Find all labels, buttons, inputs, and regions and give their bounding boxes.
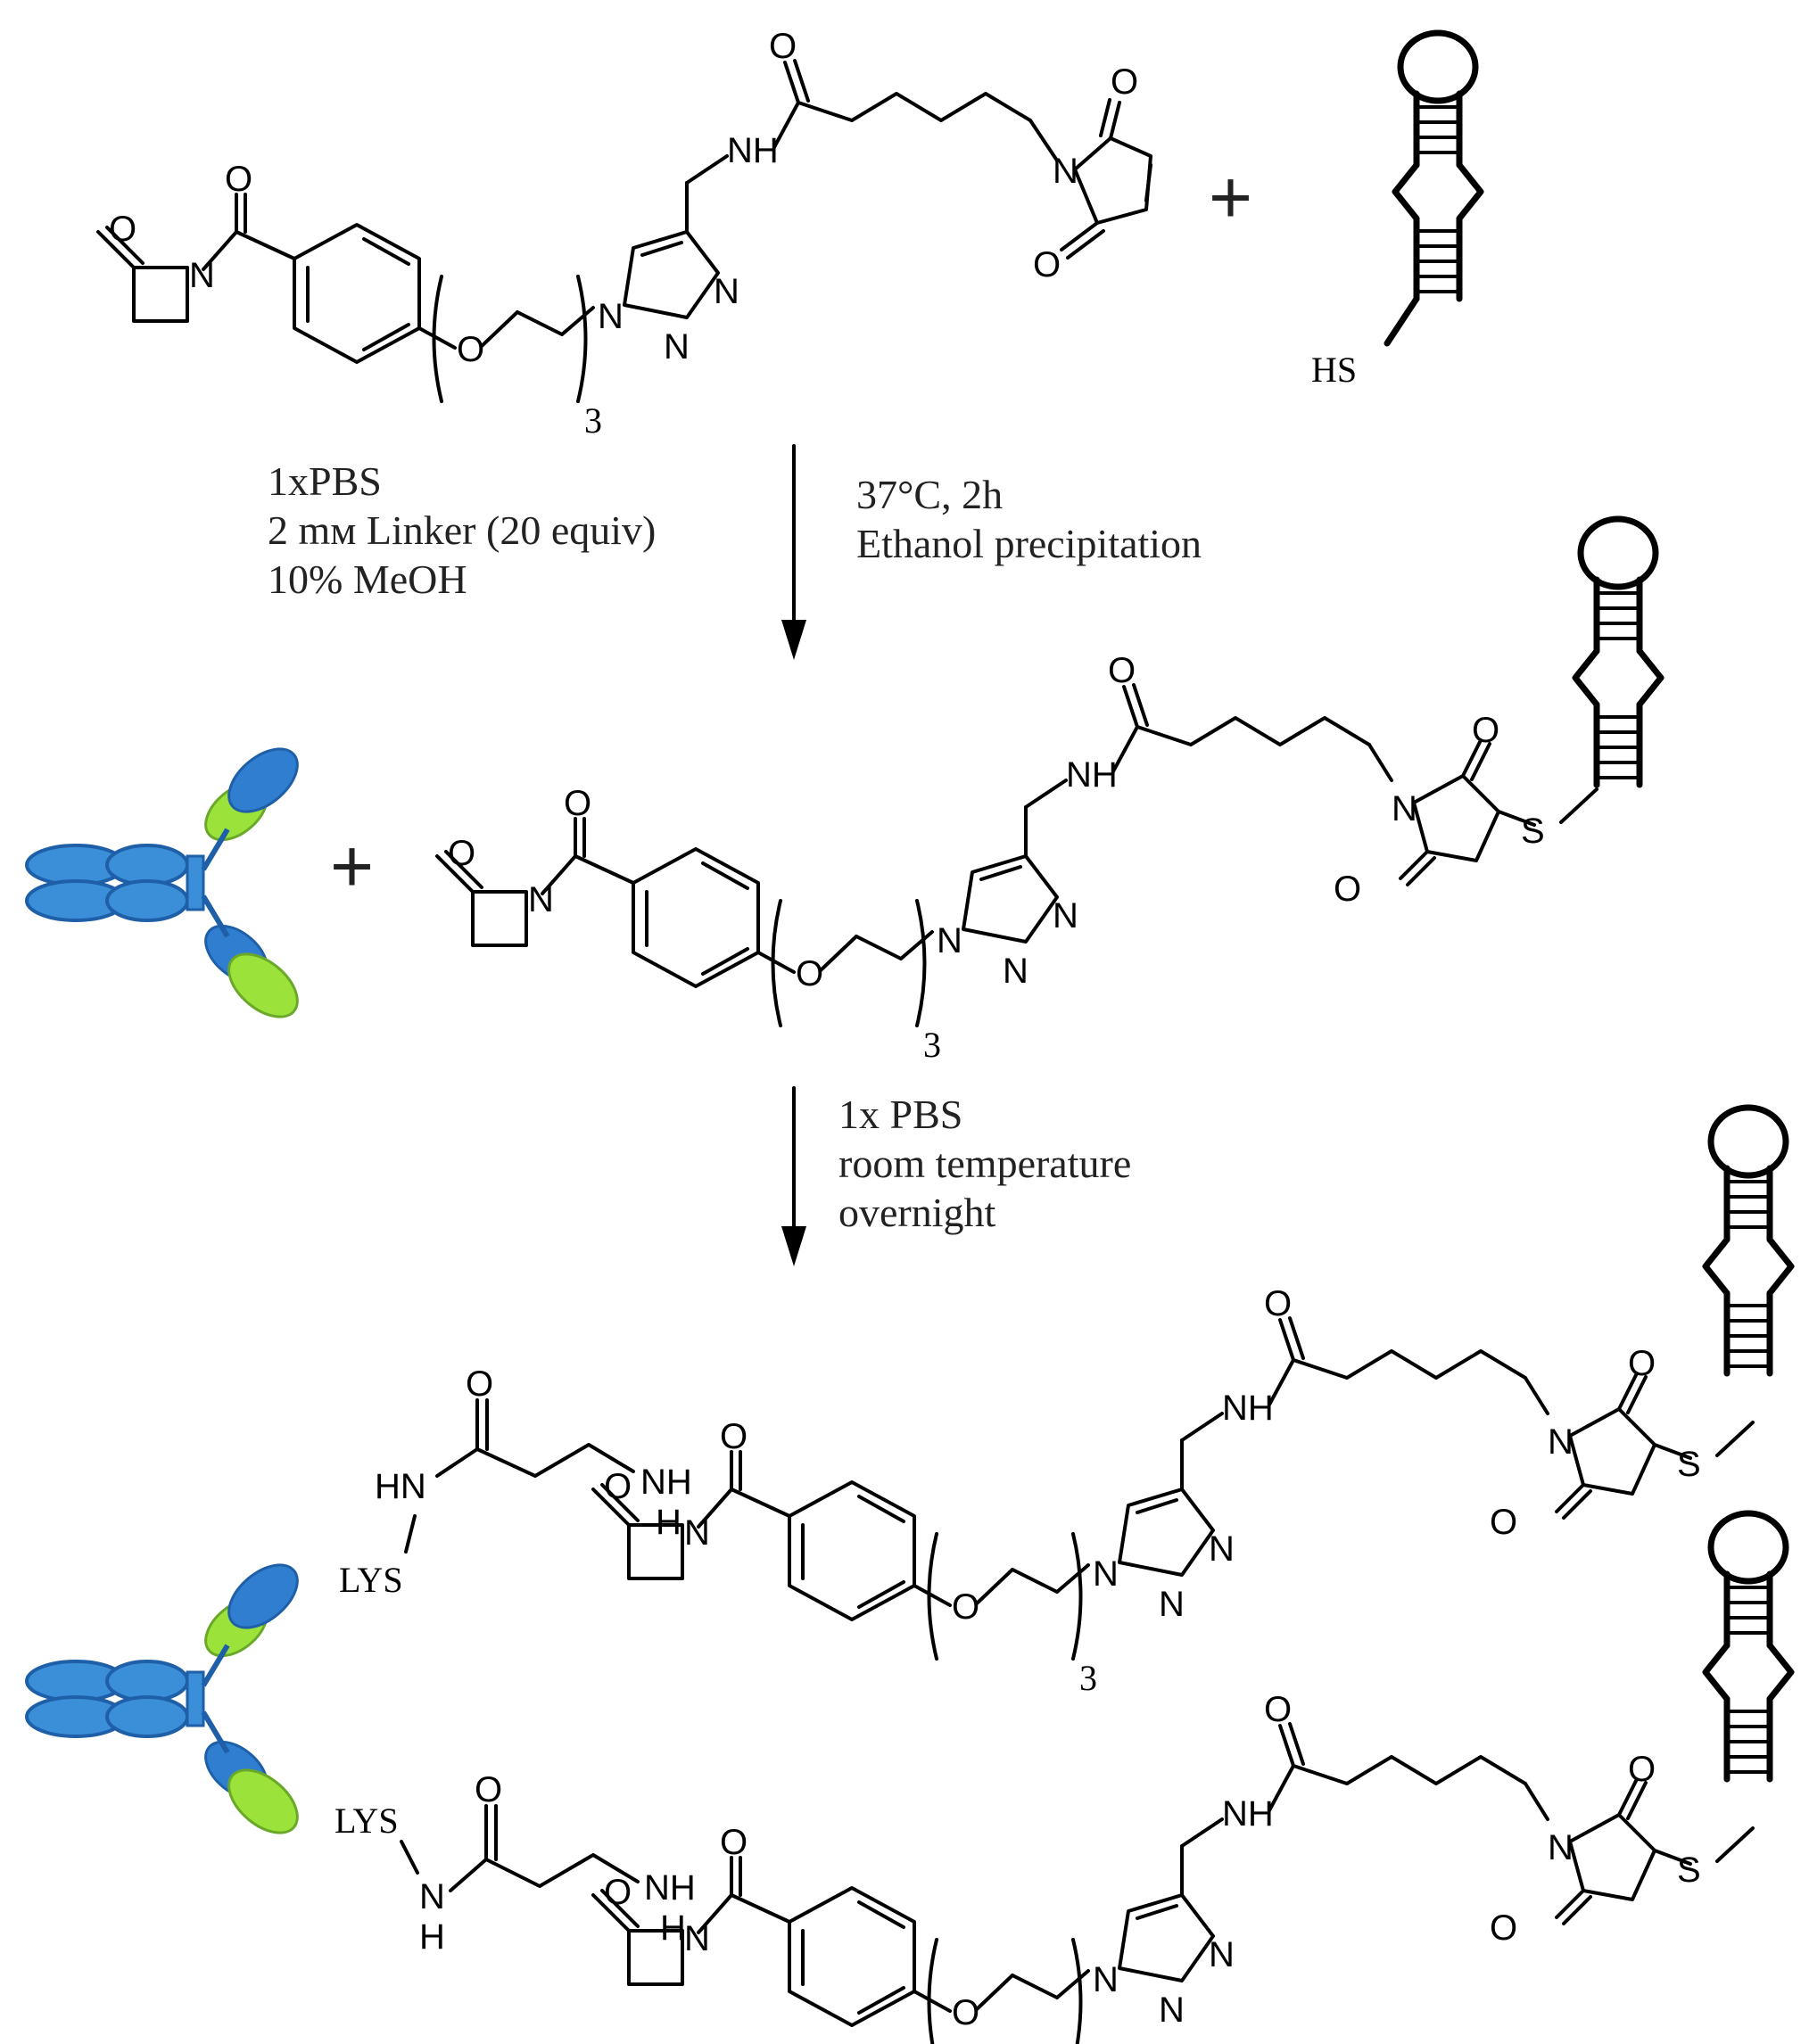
atom-s-lower: S (1677, 1850, 1701, 1890)
atom-o-maleimide-bottom: O (1033, 245, 1061, 284)
lys-label-upper: LYS (339, 1560, 403, 1600)
lys-label-lower: LYS (335, 1801, 399, 1841)
atom-hn-upper: HN (375, 1467, 426, 1506)
atom-o-succinimide-bottom: O (1334, 870, 1361, 909)
atom-o-succinimide-lower-top: O (1628, 1750, 1656, 1789)
plus-sign-1: + (1209, 155, 1252, 239)
antibody-conjugate (27, 1553, 309, 1845)
atom-nh-lower: NH (644, 1868, 696, 1908)
plus-sign-2: + (330, 824, 374, 908)
step2-conditions: 1x PBS room temperature overnight (838, 1092, 1131, 1235)
cond-temp-time: 37°C, 2h (856, 472, 1003, 517)
linker-reactant: N O O (96, 25, 1152, 442)
product-arm-lower: LYS N H O NH H N O O S (335, 1513, 1791, 2044)
step1-conditions-left: 1xPBS 2 mм Linker (20 equiv) 10% MeOH (268, 458, 656, 602)
antibody-reactant (27, 737, 309, 1029)
cond2-time: overnight (838, 1190, 996, 1235)
atom-o-succinimide-top: O (1472, 711, 1499, 750)
atom-nh-upper: NH (640, 1463, 692, 1502)
atom-h-lower: H (419, 1917, 445, 1957)
atom-o-betaala-lower: O (475, 1770, 502, 1809)
atom-n-succinimide-lower: N (1548, 1828, 1574, 1867)
atom-s-thioether: S (1521, 812, 1545, 851)
atom-o-succinimide-upper-top: O (1628, 1344, 1656, 1383)
thiol-label: HS (1311, 350, 1357, 390)
atom-o-succinimide-lower-bottom: O (1490, 1908, 1517, 1948)
atom-o-betaala-upper: O (466, 1364, 493, 1404)
cond-cosolvent: 10% MeOH (268, 556, 467, 602)
cond2-buffer: 1x PBS (838, 1092, 962, 1137)
thiol-aptamer: HS (1311, 33, 1481, 390)
cond-workup: Ethanol precipitation (856, 521, 1202, 566)
atom-n-succinimide: N (1392, 789, 1417, 828)
atom-n-lower: N (419, 1877, 445, 1916)
atom-o-succinimide-upper-bottom: O (1490, 1503, 1517, 1542)
step2-arrow (781, 1086, 806, 1266)
atom-s-upper: S (1677, 1445, 1701, 1484)
cond-linker: 2 mм Linker (20 equiv) (268, 507, 656, 553)
atom-o-maleimide-top: O (1111, 62, 1138, 102)
product-arm-upper: LYS HN O NH H N O O S (339, 1108, 1791, 1700)
cond-buffer: 1xPBS (268, 458, 382, 504)
cond2-temperature: room temperature (838, 1141, 1131, 1186)
linker-aptamer-intermediate: N O O S (435, 519, 1661, 1067)
atom-h-upper: H (656, 1503, 681, 1542)
step1-arrow (781, 444, 806, 660)
step1-conditions-right: 37°C, 2h Ethanol precipitation (856, 472, 1202, 566)
atom-n-maleimide: N (1053, 152, 1078, 191)
atom-n-succinimide-upper: N (1548, 1422, 1574, 1462)
